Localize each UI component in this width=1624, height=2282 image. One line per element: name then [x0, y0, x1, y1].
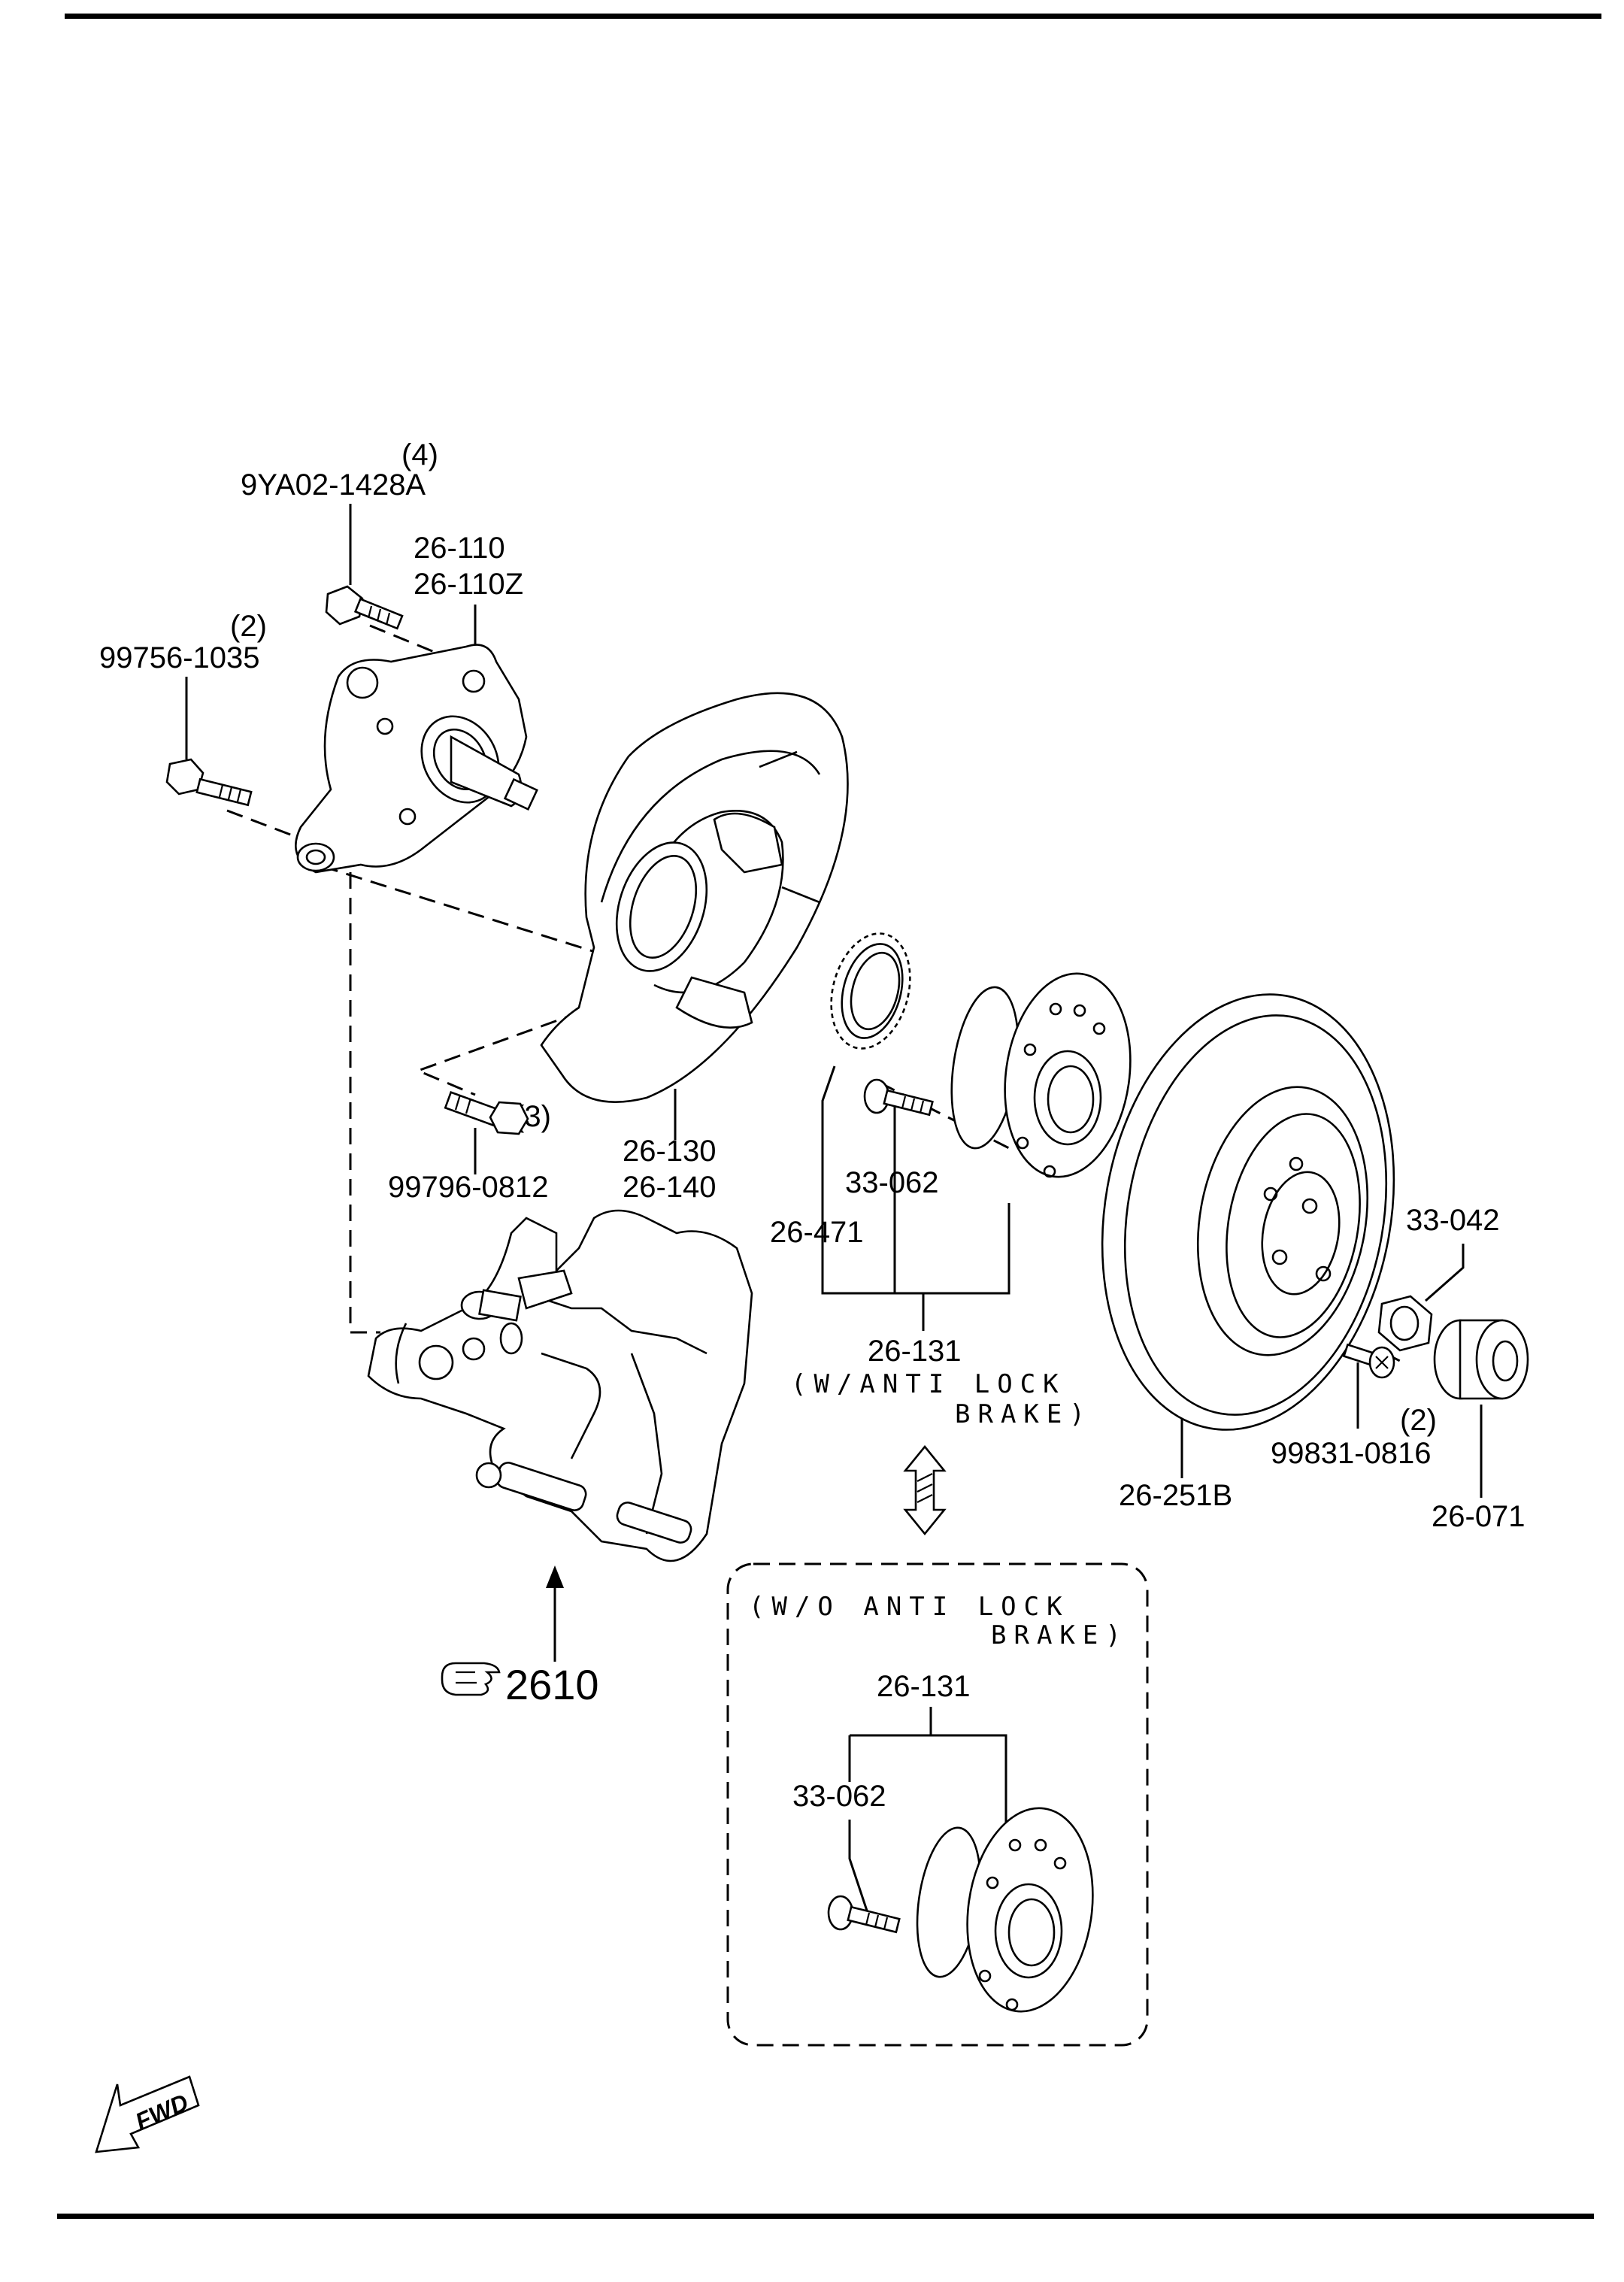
disc-rotor: [1101, 993, 1395, 1431]
label-bolt-knuckle-pn: 99756-1035: [99, 641, 260, 674]
label-knuckle-pn-1: 26-110: [414, 532, 505, 565]
bolt-99796: [444, 1090, 529, 1135]
label-no-abs-note-line2: BRAKE): [991, 1620, 1129, 1650]
label-abs-note-line2: BRAKE): [955, 1399, 1092, 1429]
label-knuckle-pn-2: 26-110Z: [414, 568, 523, 601]
label-bolt-hub-pn: 9YA02-1428A: [241, 468, 426, 502]
rotor-screw: [1342, 1343, 1395, 1379]
label-bolt-plate-pn: 99796-0812: [388, 1171, 549, 1204]
fwd-arrow-icon: FWD: [95, 2075, 200, 2153]
wheel-hub-abs: [950, 972, 1132, 1178]
label-rotor-screw-qty: (2): [1400, 1404, 1437, 1437]
hub-bolt-no-abs: [827, 1895, 901, 1934]
label-hub-cap-pn: 26-071: [1432, 1500, 1526, 1533]
hub-nut: [1377, 1295, 1433, 1352]
label-dust-cover-pn-2: 26-140: [623, 1171, 717, 1204]
label-bolt-knuckle-qty: (2): [230, 610, 267, 643]
top-rule: [65, 14, 1601, 19]
dust-cover: [540, 692, 849, 1103]
label-hub-nut-pn: 33-042: [1406, 1204, 1500, 1237]
brake-caliper: [367, 1209, 753, 1562]
pointing-hand-icon: [441, 1662, 501, 1696]
caliper-ref-arrowhead: [546, 1565, 564, 1588]
label-no-abs-hub-pn: 26-131: [877, 1670, 971, 1703]
bolt-99756: [165, 758, 253, 807]
label-hub-bolt-pn: 33-062: [845, 1166, 939, 1199]
label-abs-note-line1: (W/ANTI LOCK: [791, 1369, 1066, 1399]
hub-bolt-abs: [863, 1078, 934, 1117]
wheel-hub-no-abs: [916, 1807, 1094, 2013]
hub-cap: [1433, 1319, 1529, 1400]
knuckle: [295, 644, 538, 874]
sensor-rotor: [830, 932, 911, 1050]
label-caliper-ref: 2610: [505, 1661, 599, 1708]
label-no-abs-note-line1: (W/O ANTI LOCK: [749, 1592, 1070, 1622]
label-rotor-screw-pn: 99831-0816: [1271, 1437, 1432, 1470]
label-no-abs-hub-bolt-pn: 33-062: [792, 1780, 886, 1813]
label-hub-assembly-pn: 26-131: [868, 1335, 962, 1368]
bolt-9YA02: [325, 585, 404, 630]
double-arrow-icon: [903, 1444, 947, 1536]
label-dust-cover-pn-1: 26-130: [623, 1135, 717, 1168]
bottom-rule: [57, 2214, 1594, 2219]
no-abs-variant-box: [726, 1562, 1149, 2047]
label-bolt-hub-qty: (4): [401, 438, 438, 471]
label-sensor-rotor-pn: 26-471: [770, 1216, 864, 1249]
label-disc-rotor-pn: 26-251B: [1119, 1479, 1232, 1512]
